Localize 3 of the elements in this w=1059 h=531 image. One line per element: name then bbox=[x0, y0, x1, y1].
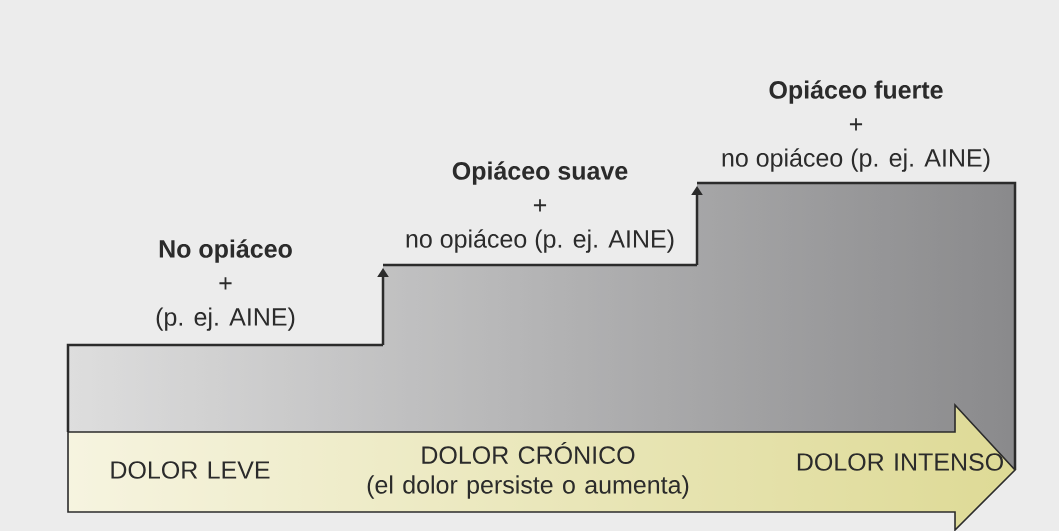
step-label: Opiáceo fuerte + no opiáceo (p. ej. AINE) bbox=[722, 80, 990, 172]
step-label: Opiáceo suave + no opiáceo (p. ej. AINE) bbox=[406, 161, 674, 253]
step-label: No opiáceo + (p. ej. AINE) bbox=[156, 239, 295, 331]
